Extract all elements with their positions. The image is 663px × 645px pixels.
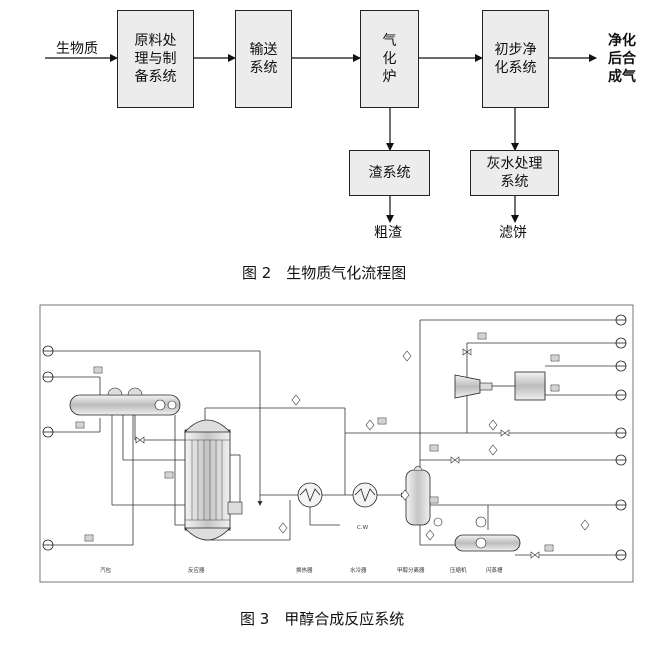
slag-system-box: 渣系统	[349, 150, 430, 196]
ash-water-box: 灰水处理 系统	[470, 150, 559, 196]
output-label: 净化 后合 成气	[608, 33, 636, 85]
flash-tank	[454, 534, 521, 552]
label-heat-exchanger: 换热器	[296, 566, 313, 574]
label-flash-tank: 闪蒸槽	[486, 566, 503, 574]
cw-label: C.W	[357, 525, 369, 531]
label-water-cooler: 水冷器	[350, 566, 367, 574]
purification-box: 初步净 化系统	[482, 10, 549, 108]
water-cooler	[352, 482, 378, 508]
ash-output-label: 滤饼	[499, 225, 527, 241]
reactor	[184, 429, 231, 531]
figure-3-frame	[39, 304, 634, 583]
slag-output-label: 粗渣	[374, 225, 402, 241]
label-methanol-separator: 甲醇分离器	[397, 566, 425, 574]
figure-3-caption: 图 3 甲醇合成反应系统	[240, 610, 405, 628]
figure-2-caption: 图 2 生物质气化流程图	[242, 264, 407, 282]
heat-exchanger	[297, 482, 323, 508]
methanol-separator	[405, 469, 431, 526]
raw-material-box: 原料处 理与制 备系统	[117, 10, 194, 108]
gasifier-box: 气 化 炉	[360, 10, 419, 108]
steam-drum	[69, 394, 181, 416]
label-steam-drum: 汽包	[100, 566, 112, 574]
label-compressor: 压缩机	[450, 566, 467, 574]
compressor	[454, 374, 481, 399]
label-reactor: 反应器	[188, 566, 205, 574]
input-label: 生物质	[56, 41, 98, 57]
conveying-box: 输送 系统	[235, 10, 292, 108]
